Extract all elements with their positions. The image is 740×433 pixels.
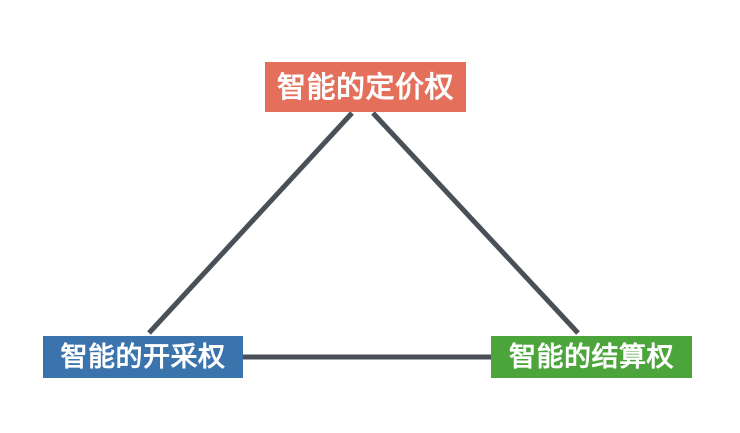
node-settlement-power[interactable]: 智能的结算权 [491,336,692,378]
node-label: 智能的定价权 [276,69,454,104]
edge-top-left [147,111,354,335]
node-label: 智能的结算权 [509,341,674,373]
node-mining-power[interactable]: 智能的开采权 [43,336,243,378]
edge-top-right [371,111,580,335]
node-label: 智能的开采权 [60,341,226,373]
node-pricing-power[interactable]: 智能的定价权 [265,62,466,112]
